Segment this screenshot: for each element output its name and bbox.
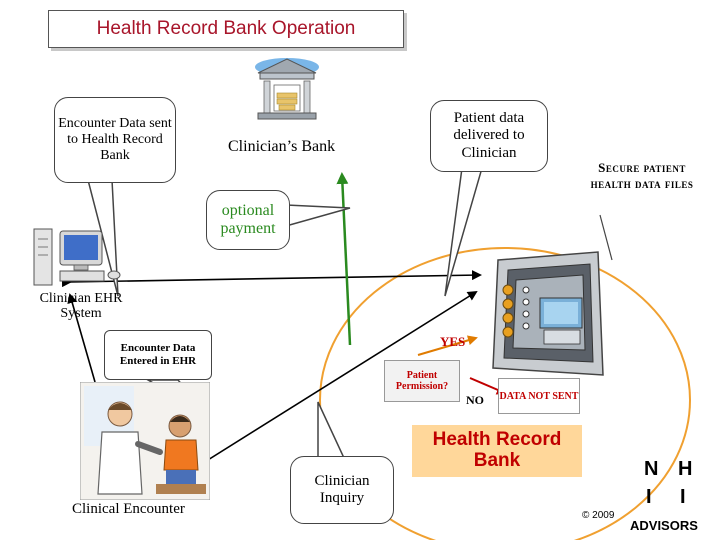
patient-permission-text: Patient Permission?: [395, 370, 449, 392]
bank-building-icon: [255, 58, 319, 120]
encounter-sent-text: Encounter Data sent to Health Record Ban…: [58, 115, 172, 164]
patient-data-delivered-callout: Patient data delivered to Clinician: [430, 100, 548, 172]
clinician-ehr-label: Clinician EHR System: [39, 291, 123, 322]
nhii-logo: N H I I ADVISORS: [630, 458, 710, 538]
patient-permission-box: Patient Permission?: [384, 360, 460, 402]
encounter-entered-text: Encounter Data Entered in EHR: [119, 342, 197, 367]
health-record-bank-text: Health Record Bank: [432, 429, 562, 471]
logo-letter-i2: I: [680, 486, 686, 508]
doctor-patient-icon: [80, 382, 210, 500]
patient-data-delivered-text: Patient data delivered to Clinician: [453, 110, 525, 161]
logo-letter-h: H: [678, 458, 693, 480]
secure-files-pointer: [599, 214, 613, 261]
yes-label: YES: [440, 334, 466, 349]
clinician-inquiry-text: Clinician Inquiry: [314, 472, 370, 506]
data-not-sent-text: DATA NOT SENT: [499, 390, 579, 402]
logo-letter-n: N: [644, 458, 659, 480]
page-title: Health Record Bank Operation: [96, 18, 356, 39]
delivered-pointer: [444, 167, 483, 297]
clinician-inquiry-callout: Clinician Inquiry: [290, 456, 394, 524]
vault-safe-icon: [492, 251, 604, 376]
logo-letter-i1: I: [646, 486, 652, 508]
secure-files-label: Secure patient health data files: [590, 160, 694, 191]
encounter-to-bank-line: [158, 290, 478, 494]
payment-arrow: [336, 172, 352, 346]
encounter-to-ehr-line: [67, 293, 96, 383]
yes-arrow: [417, 335, 478, 356]
ehr-to-vault-line: [61, 270, 482, 288]
no-label: NO: [466, 393, 484, 407]
inquiry-pointer: [317, 401, 346, 459]
health-record-bank-box: Health Record Bank: [412, 425, 582, 477]
computer-workstation-icon: [33, 228, 121, 286]
copyright-label: © 2009: [582, 510, 615, 521]
clinical-encounter-label: Clinical Encounter: [72, 501, 185, 517]
payment-pointer: [285, 204, 351, 227]
title-box: Health Record Bank Operation: [48, 10, 404, 48]
clinicians-bank-label: Clinician’s Bank: [228, 138, 336, 155]
optional-payment-text: optional payment: [220, 201, 276, 237]
encounter-sent-callout: Encounter Data sent to Health Record Ban…: [54, 97, 176, 183]
data-not-sent-box: DATA NOT SENT: [498, 378, 580, 414]
advisors-label: ADVISORS: [630, 518, 698, 533]
optional-payment-callout: optional payment: [206, 190, 290, 250]
encounter-entered-callout: Encounter Data Entered in EHR: [104, 330, 212, 380]
